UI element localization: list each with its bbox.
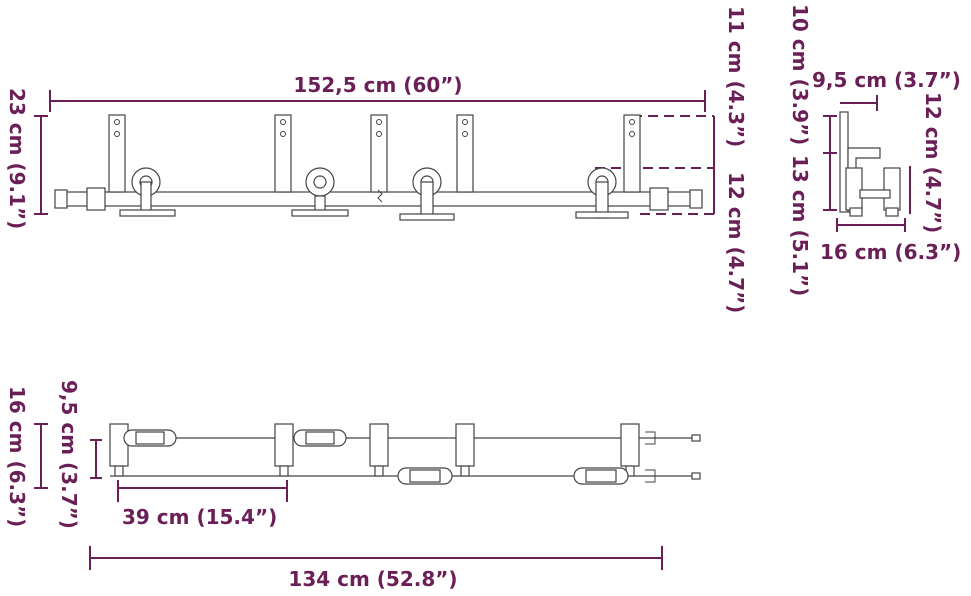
side-lower-height-label: 13 cm (5.1”) xyxy=(788,155,812,296)
roller-height-label: 12 cm (4.7”) xyxy=(724,172,748,313)
top-inner-depth-label: 9,5 cm (3.7”) xyxy=(57,380,81,529)
front-height-label: 23 cm (9.1”) xyxy=(5,88,29,229)
top-depth-label: 16 cm (6.3”) xyxy=(5,386,29,527)
end-stop-right xyxy=(649,187,669,211)
top-length-label: 134 cm (52.8”) xyxy=(288,567,457,591)
side-view: 10 cm (3.9”) 9,5 cm (3.7”) 12 cm (4.7”) … xyxy=(788,4,961,296)
side-height-label: 10 cm (3.9”) xyxy=(788,4,812,145)
top-spacing-label: 39 cm (15.4”) xyxy=(122,505,277,529)
end-stop-left xyxy=(86,187,106,211)
side-right-height-label: 12 cm (4.7”) xyxy=(921,92,945,233)
bracket-height-label: 11 cm (4.3”) xyxy=(724,6,748,147)
wall-bracket xyxy=(108,114,126,193)
roller xyxy=(119,167,176,217)
top-view: 16 cm (6.3”) 9,5 cm (3.7”) xyxy=(5,380,701,591)
side-width-bottom-label: 16 cm (6.3”) xyxy=(820,240,961,264)
front-length-label: 152,5 cm (60”) xyxy=(293,73,462,97)
side-width-top-label: 9,5 cm (3.7”) xyxy=(812,68,961,92)
front-view: 152,5 cm (60”) 23 cm (9.1”) 11 cm (4.3”)… xyxy=(5,6,748,313)
